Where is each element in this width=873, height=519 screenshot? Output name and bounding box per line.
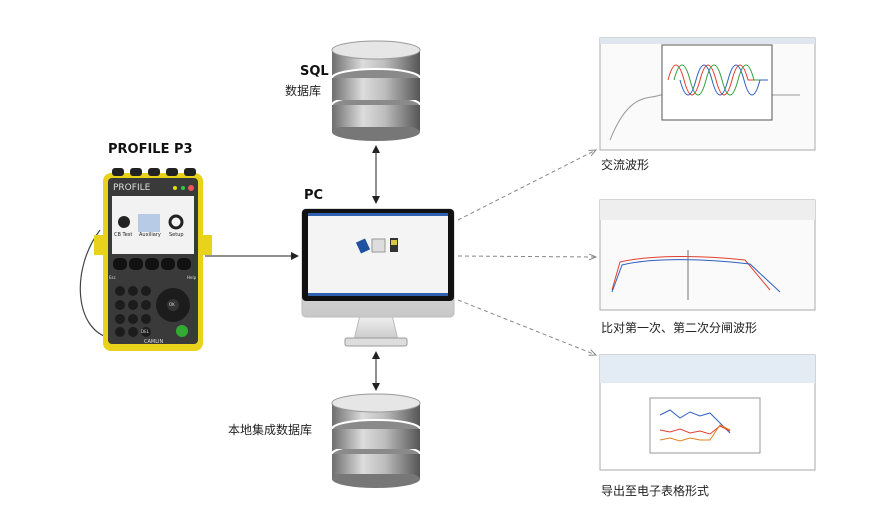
device-title: PROFILE P3 [108, 142, 193, 157]
compare-trip-waveform-screenshot [599, 199, 816, 311]
help-key: Help [187, 275, 197, 280]
local-db-title: 本地集成数据库 [228, 423, 313, 437]
ac-waveform-screenshot [599, 37, 816, 151]
esc-key: Esc [109, 275, 116, 280]
ok-key: OK [169, 302, 175, 307]
pc-output3-arrow [457, 299, 596, 355]
menu-setup: Setup [169, 232, 184, 238]
sql-title: SQL [300, 64, 329, 79]
menu-auxiliary: Auxiliary [139, 232, 161, 238]
device-brand: PROFILE [113, 183, 151, 193]
profile-p3-device-icon [79, 168, 212, 351]
pc-output2-arrow [457, 256, 596, 257]
menu-cb-test: CB Test [114, 232, 133, 238]
local-database-icon [331, 393, 421, 488]
pc-title: PC [304, 188, 324, 203]
sql-database-icon [331, 40, 421, 141]
maker-logo: CAMLIN [144, 339, 164, 345]
output-caption-compare: 比对第一次、第二次分闸波形 [601, 321, 758, 335]
output-caption-spreadsheet: 导出至电子表格形式 [601, 484, 710, 498]
spreadsheet-export-screenshot [599, 354, 816, 471]
pc-output1-arrow [457, 150, 596, 221]
pc-monitor-icon [301, 208, 455, 347]
del-key: DEL [141, 329, 149, 334]
output-caption-ac: 交流波形 [601, 158, 650, 172]
sql-subtitle: 数据库 [285, 84, 322, 98]
